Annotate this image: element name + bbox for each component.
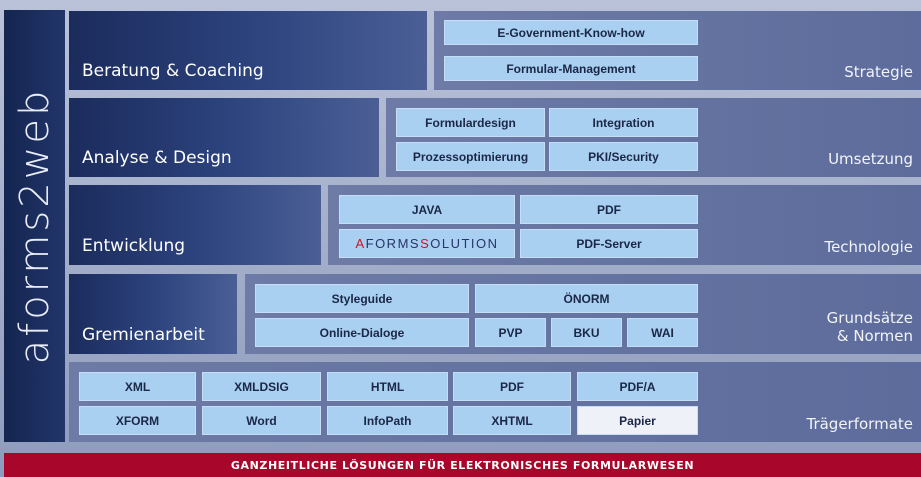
box-xhtml: XHTML: [453, 406, 571, 435]
box-pdf-server: PDF-Server: [520, 229, 698, 258]
layer-label-analyse: Analyse & Design: [82, 148, 232, 168]
logo-letter-a: A: [355, 236, 366, 251]
box-xform: XFORM: [79, 406, 196, 435]
logo-letter-s: S: [420, 236, 431, 251]
layer-label-grundsaetze-line2: & Normen: [836, 327, 913, 345]
layer-label-grundsaetze: Grundsätze & Normen: [827, 309, 913, 345]
box-styleguide: Styleguide: [255, 284, 469, 313]
box-java: JAVA: [339, 195, 515, 224]
layer-label-grundsaetze-line1: Grundsätze: [826, 309, 913, 327]
layer-gremienarbeit-left: Gremienarbeit: [69, 274, 237, 354]
box-bku: BKU: [551, 318, 622, 347]
layer-entwicklung-left: Entwicklung: [69, 185, 321, 265]
box-prozessoptimierung: Prozessoptimierung: [396, 142, 545, 171]
brand-bar: aforms2web: [4, 10, 65, 442]
box-pvp: PVP: [475, 318, 546, 347]
box-xmldsig: XMLDSIG: [202, 372, 321, 401]
box-pki-security: PKI/Security: [549, 142, 698, 171]
layer-label-umsetzung: Umsetzung: [828, 150, 913, 168]
box-formular-management: Formular-Management: [444, 56, 698, 81]
box-html: HTML: [327, 372, 448, 401]
box-wai: WAI: [627, 318, 698, 347]
layer-label-technologie: Technologie: [824, 238, 913, 256]
box-formulardesign: Formulardesign: [396, 108, 545, 137]
layer-label-traegerformate: Trägerformate: [806, 415, 913, 433]
brand-title: aforms2web: [11, 87, 58, 365]
layer-beratung-left: Beratung & Coaching: [69, 11, 427, 90]
box-online-dialoge: Online-Dialoge: [255, 318, 469, 347]
box-papier: Papier: [577, 406, 698, 435]
logo-text-olution: OLUTION: [430, 236, 499, 251]
layer-label-strategie: Strategie: [844, 63, 913, 81]
footer-banner: GANZHEITLICHE LÖSUNGEN FÜR ELEKTRONISCHE…: [4, 453, 921, 477]
box-oenorm: ÖNORM: [475, 284, 698, 313]
box-xml: XML: [79, 372, 196, 401]
box-infopath: InfoPath: [327, 406, 448, 435]
layer-analyse-left: Analyse & Design: [69, 98, 379, 177]
layer-label-entwicklung: Entwicklung: [82, 236, 186, 256]
box-pdf-format: PDF: [453, 372, 571, 401]
logo-text-forms: FORMS: [365, 236, 421, 251]
box-egov-knowhow: E-Government-Know-how: [444, 20, 698, 45]
box-pdf-tech: PDF: [520, 195, 698, 224]
layer-label-gremienarbeit: Gremienarbeit: [82, 325, 205, 345]
layer-label-beratung: Beratung & Coaching: [82, 61, 264, 81]
box-pdfa: PDF/A: [577, 372, 698, 401]
box-integration: Integration: [549, 108, 698, 137]
box-word: Word: [202, 406, 321, 435]
